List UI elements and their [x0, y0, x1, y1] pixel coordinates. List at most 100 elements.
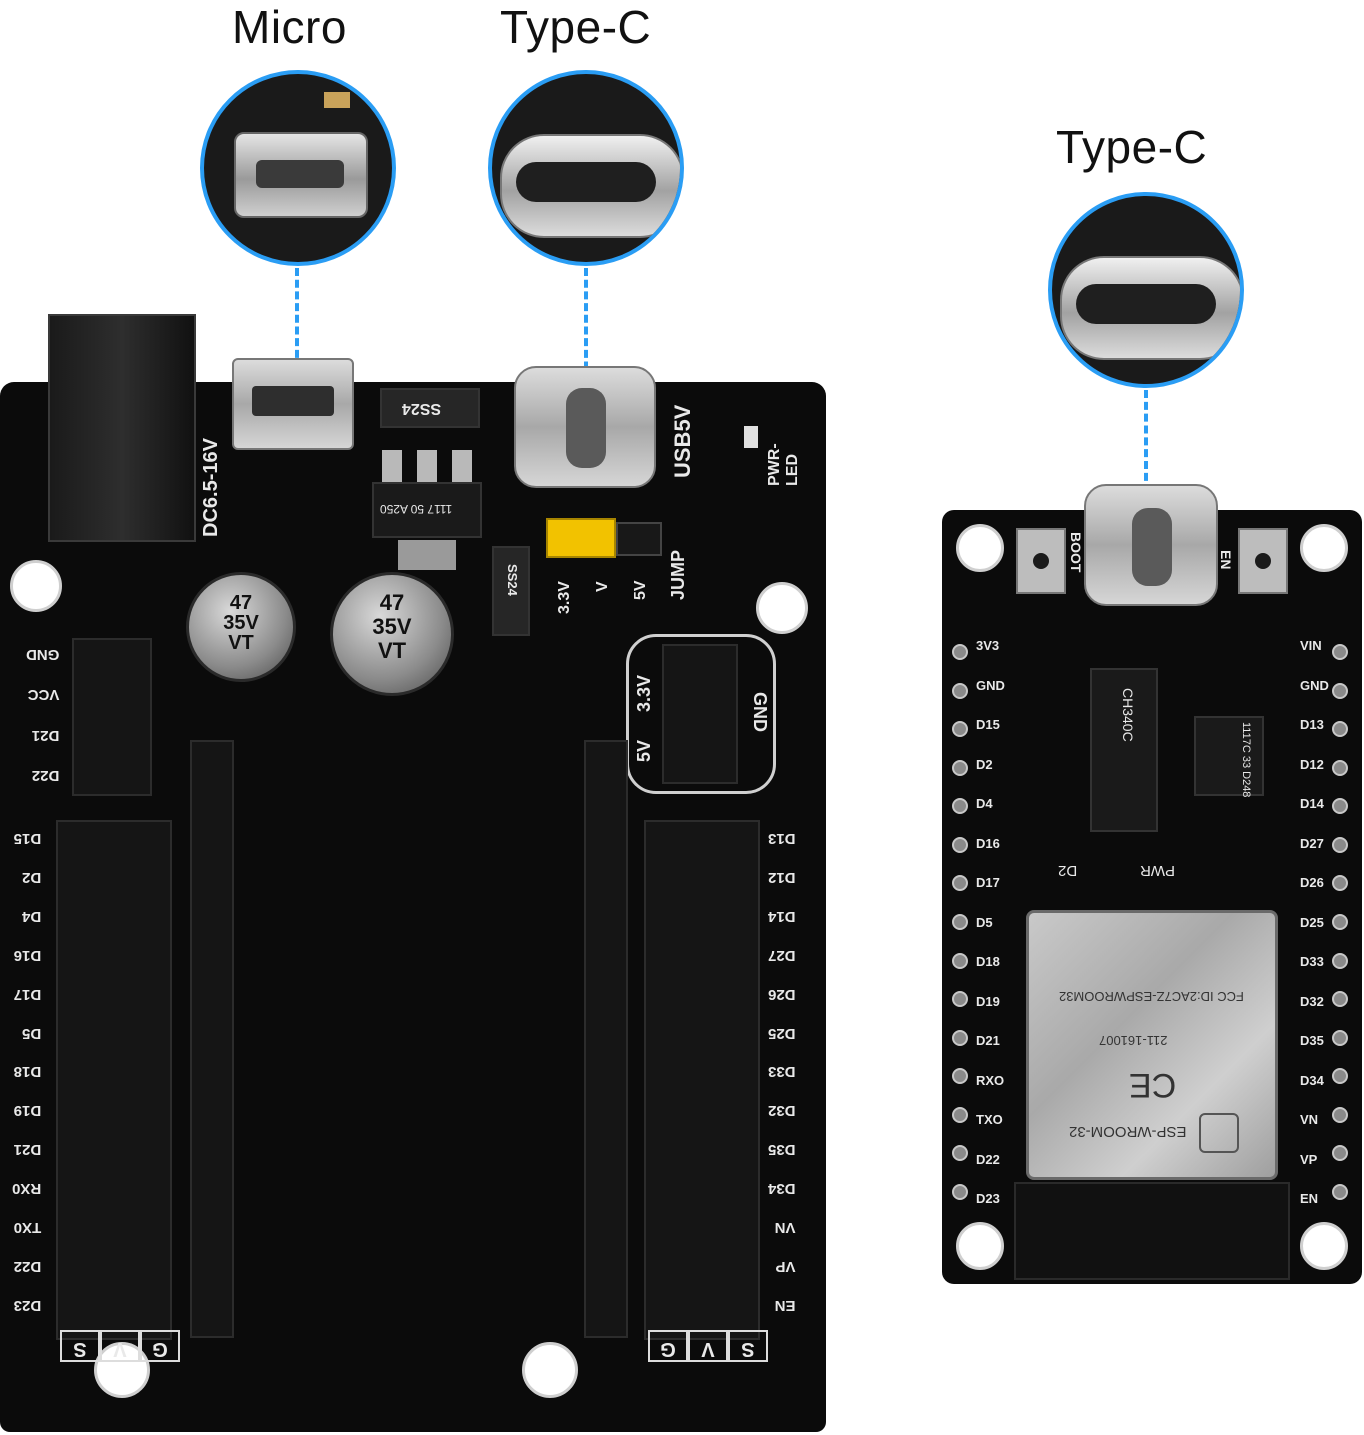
esp32-hole-bottom-right — [1300, 1222, 1348, 1270]
esp32-left-pin-label: D4 — [976, 796, 993, 811]
d2-led-label: D2 — [1058, 862, 1078, 879]
pwr-led-label: PWR-LED — [766, 443, 801, 486]
i2c-label-d21: D21 — [31, 726, 60, 744]
right-pin-label: D26 — [768, 985, 796, 1003]
power-label-5v: 5V — [634, 739, 654, 762]
right-pin-label: D13 — [768, 830, 796, 847]
esp32-hole-bottom-left — [956, 1222, 1004, 1270]
voltage-jumper[interactable] — [546, 518, 616, 558]
left-pin-label: D15 — [13, 830, 42, 847]
capacitor-right-value: 47 — [379, 590, 405, 615]
jump-label: JUMP — [668, 549, 688, 600]
capacitor-left-value: 47 — [229, 592, 253, 614]
esp32-right-pin-label: GND — [1300, 677, 1329, 693]
right-pin-label: D14 — [768, 907, 796, 925]
power-header-outline — [626, 634, 776, 794]
esp32-voltage-regulator: 1117C 33 D248 — [1194, 716, 1264, 797]
typec-connector-line-left — [584, 268, 588, 428]
en-button[interactable] — [1238, 528, 1288, 594]
capacitor-right-voltage: 35V — [372, 614, 412, 639]
right-pin-label: D32 — [768, 1102, 796, 1120]
right-pin-label: VN — [774, 1219, 796, 1237]
esp32-right-pin-label: D12 — [1300, 756, 1324, 772]
left-pin-label: D18 — [13, 1063, 42, 1081]
dc-voltage-label: DC6.5-16V — [200, 438, 222, 537]
gpio-header-right-block[interactable] — [644, 820, 760, 1340]
esp32-left-pads[interactable] — [952, 644, 968, 1200]
esp32-right-pads[interactable] — [1332, 644, 1348, 1200]
capacitor-left: 47 35V VT — [186, 572, 296, 682]
esp32-left-pin-label: D22 — [976, 1151, 1000, 1167]
mounting-hole-top-left — [10, 560, 62, 612]
esp32-left-pin-label: TXO — [976, 1112, 1003, 1127]
i2c-header[interactable] — [72, 638, 152, 796]
female-header-right[interactable] — [584, 740, 628, 1338]
module-model-name: ESP-WROOM-32 — [1069, 1123, 1187, 1140]
typec-zoom-bubble-left — [488, 70, 684, 266]
left-pin-label: D21 — [13, 1141, 42, 1159]
micro-usb-port[interactable] — [232, 358, 354, 450]
ch340c-chip: CH340C — [1090, 668, 1158, 832]
svg-label-s-right: S — [728, 1330, 768, 1362]
svg-label-v-right: V — [688, 1330, 728, 1362]
capacitor-left-series: VT — [228, 632, 254, 654]
i2c-pin-labels: GND VCC D21 D22 — [26, 646, 59, 784]
jumper-option-5v: 5V — [632, 580, 649, 600]
svg-label-g-left: G — [140, 1330, 180, 1362]
i2c-label-gnd: GND — [26, 646, 60, 663]
esp32-left-pin-label: D17 — [976, 875, 1000, 890]
ch340c-label: CH340C — [1120, 688, 1136, 742]
en-label: EN — [1218, 550, 1234, 570]
expansion-shield-board: DC6.5-16V USB5V PWR-LED SS24 1117 50 A25… — [0, 314, 826, 1432]
right-pin-label: D27 — [768, 946, 796, 964]
esp32-right-pin-label: D14 — [1300, 796, 1324, 811]
esp32-right-pin-label: D35 — [1300, 1033, 1324, 1048]
power-header[interactable] — [662, 644, 738, 784]
pwr-led-label-esp32: PWR — [1140, 862, 1175, 879]
female-header-left[interactable] — [190, 740, 234, 1338]
mounting-hole-bottom-left — [94, 1342, 150, 1398]
capacitor-right-series: VT — [377, 638, 407, 663]
voltage-regulator: 1117 50 A250 — [372, 482, 482, 538]
esp32-dev-board: BOOT EN CH340C 1117C 33 D248 D2 PWR 3V3 … — [942, 484, 1362, 1284]
esp32-left-pin-label: D21 — [976, 1033, 1000, 1048]
micro-usb-zoom-bubble — [200, 70, 396, 266]
module-fcc-id: FCC ID:2AC7Z-ESPWROOM32 — [1059, 989, 1244, 1004]
left-pin-label: D17 — [13, 985, 42, 1003]
left-pin-label: TX0 — [13, 1219, 42, 1237]
capacitor-left-voltage: 35V — [223, 612, 259, 634]
micro-usb-title: Micro — [232, 1, 347, 53]
right-gpio-labels: D13 D12 D14 D27 D26 D25 D33 D32 D35 D34 … — [768, 830, 796, 1314]
ss24-label-side: SS24 — [505, 564, 520, 596]
right-pin-label: D12 — [768, 868, 796, 886]
module-ce-mark: CE — [1129, 1066, 1177, 1104]
esp32-hole-top-right — [1300, 524, 1348, 572]
svg-label-v-left: V — [100, 1330, 140, 1362]
ss24-label-top: SS24 — [402, 400, 442, 417]
esp32-typec-port[interactable] — [1084, 484, 1218, 606]
left-gpio-labels: D15 D2 D4 D16 D17 D5 D18 D19 D21 RX0 TX0… — [12, 830, 41, 1314]
esp32-right-pin-label: VP — [1300, 1151, 1318, 1167]
esp32-left-pin-label: 3V3 — [976, 638, 1000, 653]
bottom-right-svg-labels: G V S — [648, 1330, 768, 1362]
left-pin-label: RX0 — [12, 1180, 42, 1198]
ss24-diode-top: SS24 — [380, 388, 480, 428]
esp32-right-pin-label: D33 — [1300, 954, 1324, 969]
boot-button[interactable] — [1016, 528, 1066, 594]
esp32-left-pin-label: D18 — [976, 954, 1000, 969]
mounting-hole-bottom-right — [522, 1342, 578, 1398]
left-pin-label: D22 — [13, 1257, 42, 1275]
mounting-hole-top-right — [756, 582, 808, 634]
module-cert-number: 211-161007 — [1099, 1033, 1168, 1048]
i2c-label-vcc: VCC — [27, 686, 60, 704]
typec-title-left: Type-C — [500, 1, 652, 53]
left-pin-label: D4 — [22, 907, 42, 925]
right-pin-label: D25 — [768, 1024, 796, 1042]
bottom-left-svg-labels: S V G — [60, 1330, 180, 1362]
right-pin-label: EN — [774, 1296, 796, 1314]
i2c-label-d22: D22 — [31, 766, 60, 784]
gpio-header-left-block[interactable] — [56, 820, 172, 1340]
left-pin-label: D19 — [13, 1102, 42, 1120]
regulator-label: 1117 50 A250 — [380, 502, 453, 516]
typec-usb-port-shield[interactable] — [514, 366, 656, 488]
